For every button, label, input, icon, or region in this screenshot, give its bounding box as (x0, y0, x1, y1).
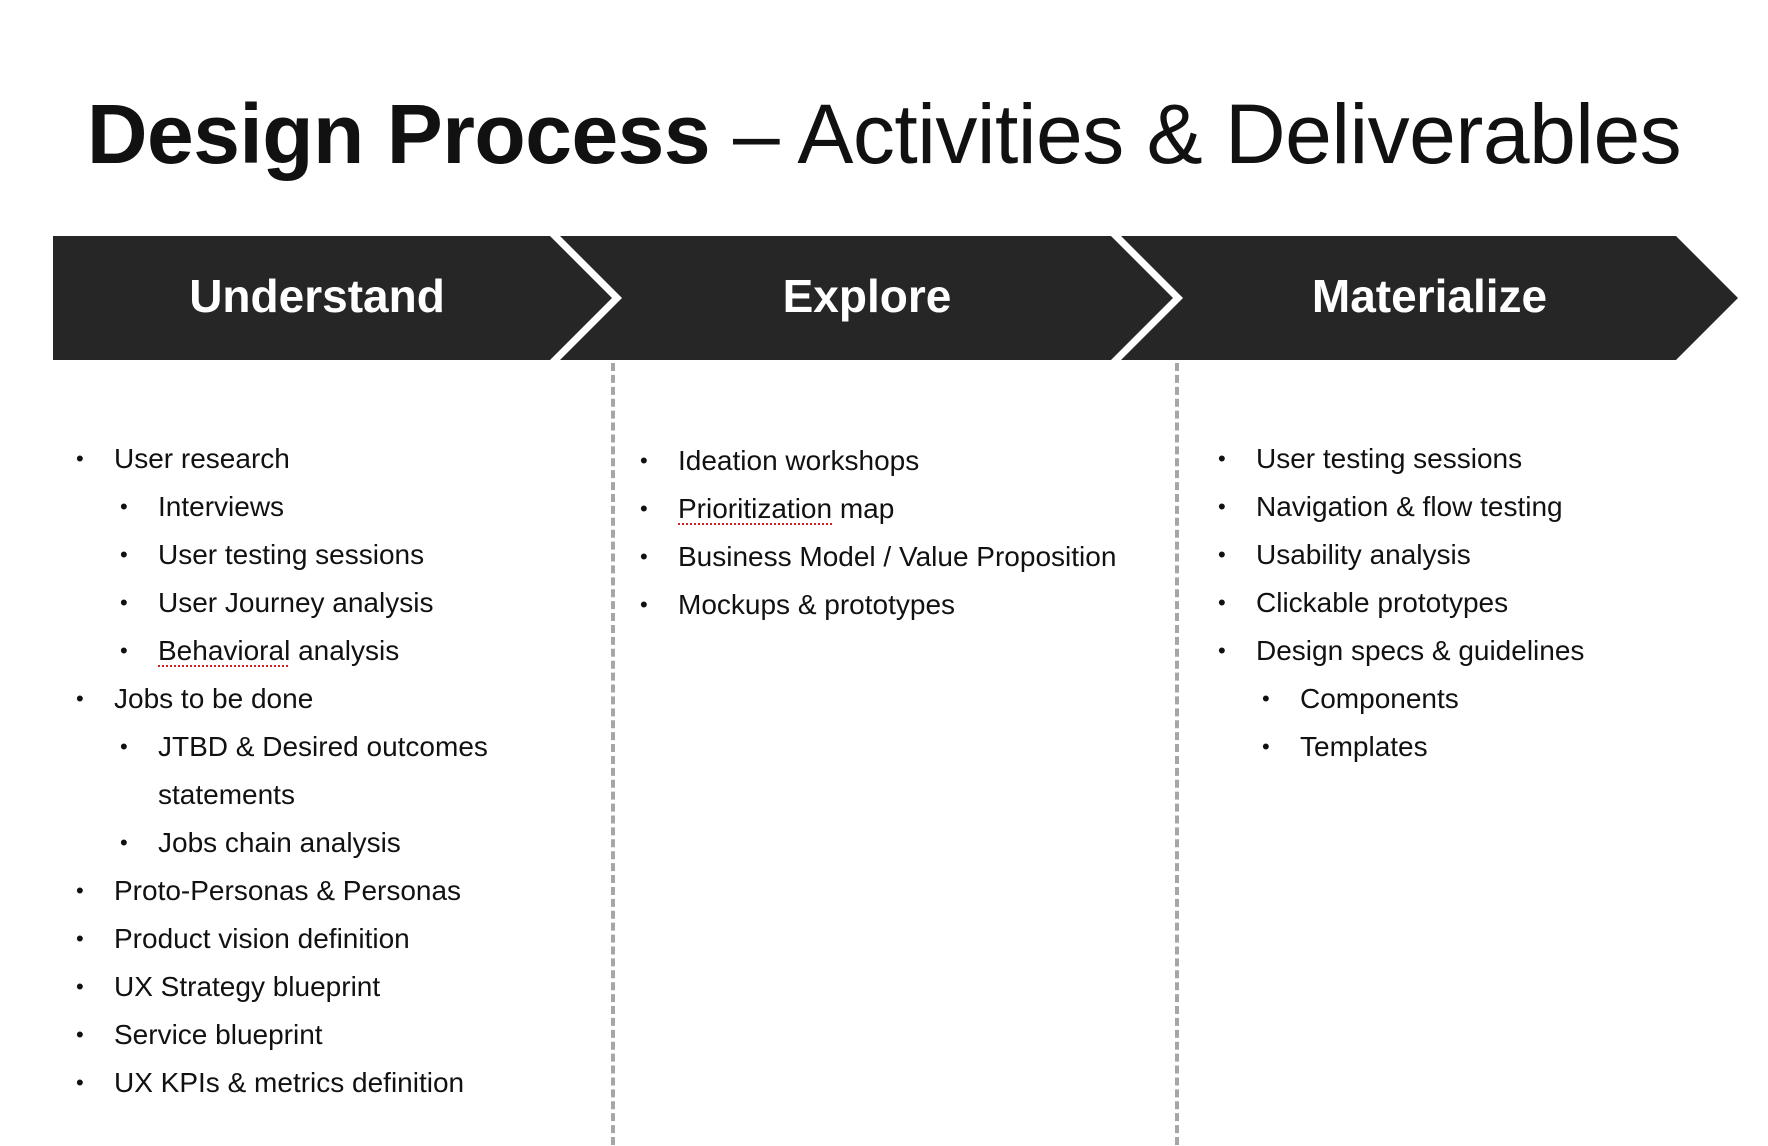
deliverables-list-materialize: • User testing sessions • Navigation & flow… (1200, 435, 1584, 771)
list-item: • User testing sessions (58, 531, 488, 579)
list-item: • Ideation workshops (622, 437, 1116, 485)
deliverables-list-explore: • Ideation workshops • Prioritization map • B… (622, 437, 1116, 629)
column-divider-right (1175, 363, 1179, 1145)
list-item: • Behavioral analysis (58, 627, 488, 675)
list-item-text: Proto-Personas & Personas (114, 875, 462, 906)
list-item-text: Components (1300, 683, 1459, 714)
bullet-icon: • (120, 590, 128, 615)
bullet-icon: • (1218, 590, 1226, 615)
list-item-text: Mockups & prototypes (678, 589, 956, 620)
bullet-icon: • (76, 926, 84, 951)
bullet-icon: • (1262, 686, 1270, 711)
page-title-regular: – Activities & Deliverables (710, 87, 1682, 182)
bullet-icon: • (120, 830, 128, 855)
list-item-text: Behavioral analysis (158, 635, 400, 666)
page-title: Design Process – Activities & Deliverabl… (0, 84, 1768, 184)
column-understand: • User research • Interviews • User testing s… (58, 435, 488, 1107)
list-item-text: Ideation workshops (678, 445, 920, 476)
list-item: • Mockups & prototypes (622, 581, 1116, 629)
column-materialize: • User testing sessions • Navigation & flow… (1200, 435, 1584, 771)
list-item: • Clickable prototypes (1200, 579, 1584, 627)
list-item-text: User testing sessions (158, 539, 425, 570)
bullet-icon: • (640, 448, 648, 473)
bullet-icon: • (76, 446, 84, 471)
bullet-icon: • (640, 592, 648, 617)
deliverables-list-understand: • User research • Interviews • User testing s… (58, 435, 488, 1107)
list-item-text: Product vision definition (114, 923, 410, 954)
bullet-icon: • (76, 878, 84, 903)
bullet-icon: • (120, 734, 128, 759)
bullet-icon: • (76, 974, 84, 999)
bullet-icon: • (640, 496, 648, 521)
list-item-text: Usability analysis (1256, 539, 1471, 570)
list-item: • JTBD & Desired outcomes (58, 723, 488, 771)
list-item-text: UX KPIs & metrics definition (114, 1067, 465, 1098)
list-item-text: Templates (1300, 731, 1428, 762)
list-item: statements (58, 771, 488, 819)
bullet-icon: • (120, 542, 128, 567)
column-explore: • Ideation workshops • Prioritization map • B… (622, 437, 1116, 629)
column-divider-left (611, 363, 615, 1145)
list-item: • Navigation & flow testing (1200, 483, 1584, 531)
list-item: • Design specs & guidelines (1200, 627, 1584, 675)
phase-label-explore: Explore (782, 270, 952, 322)
list-item: • Jobs to be done (58, 675, 488, 723)
bullet-icon: • (1218, 494, 1226, 519)
list-item-text: Design specs & guidelines (1256, 635, 1585, 666)
bullet-icon: • (120, 638, 128, 663)
list-item: • Interviews (58, 483, 488, 531)
list-item: • Components (1200, 675, 1584, 723)
list-item: • Business Model / Value Proposition (622, 533, 1116, 581)
list-item-text: UX Strategy blueprint (114, 971, 381, 1002)
list-item-text: Clickable prototypes (1256, 587, 1509, 618)
list-item: • Templates (1200, 723, 1584, 771)
list-item-text: User testing sessions (1256, 443, 1523, 474)
list-item-text: Service blueprint (114, 1019, 323, 1050)
list-item-text: Prioritization map (678, 493, 895, 524)
page-title-bold: Design Process (86, 87, 711, 182)
phase-label-understand: Understand (189, 270, 445, 322)
list-item: • Usability analysis (1200, 531, 1584, 579)
list-item-text: Jobs to be done (114, 683, 314, 714)
bullet-icon: • (1262, 734, 1270, 759)
list-item-text: Jobs chain analysis (158, 827, 401, 858)
list-item: • User research (58, 435, 488, 483)
list-item-text: User Journey analysis (158, 587, 434, 618)
list-item: • UX Strategy blueprint (58, 963, 488, 1011)
bullet-icon: • (120, 494, 128, 519)
list-item-text: Navigation & flow testing (1256, 491, 1563, 522)
bullet-icon: • (76, 686, 84, 711)
list-item: • User testing sessions (1200, 435, 1584, 483)
list-item: • Product vision definition (58, 915, 488, 963)
list-item: • Proto-Personas & Personas (58, 867, 488, 915)
bullet-icon: • (640, 544, 648, 569)
phase-chevron-materialize (1121, 236, 1738, 360)
list-item-text: statements (158, 779, 295, 810)
list-item: • Jobs chain analysis (58, 819, 488, 867)
list-item-text: JTBD & Desired outcomes (158, 731, 488, 762)
bullet-icon: • (76, 1022, 84, 1047)
bullet-icon: • (1218, 542, 1226, 567)
list-item: • Service blueprint (58, 1011, 488, 1059)
list-item-text: Business Model / Value Proposition (678, 541, 1117, 572)
list-item: • Prioritization map (622, 485, 1116, 533)
list-item-text: Interviews (158, 491, 285, 522)
list-item: • UX KPIs & metrics definition (58, 1059, 488, 1107)
list-item-text: User research (114, 443, 290, 474)
bullet-icon: • (76, 1070, 84, 1095)
phase-label-materialize: Materialize (1311, 270, 1548, 322)
bullet-icon: • (1218, 638, 1226, 663)
phase-chevron-explore (560, 236, 1173, 360)
bullet-icon: • (1218, 446, 1226, 471)
phase-chevron-understand (53, 236, 612, 360)
list-item: • User Journey analysis (58, 579, 488, 627)
